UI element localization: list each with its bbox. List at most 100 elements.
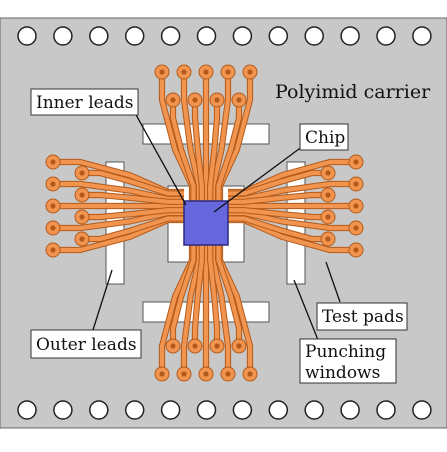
pad-hole bbox=[50, 181, 56, 187]
pad-hole bbox=[159, 69, 165, 75]
sprocket-hole bbox=[196, 400, 217, 420]
lead-trace bbox=[82, 216, 184, 242]
pad-hole bbox=[353, 159, 359, 165]
pad-hole bbox=[192, 343, 198, 349]
sprocket-hole bbox=[196, 26, 217, 46]
lead-trace bbox=[82, 192, 184, 204]
sprocket-hole bbox=[160, 26, 181, 46]
pad-hole bbox=[181, 371, 187, 377]
lead-trace bbox=[228, 216, 328, 242]
label-box-test-pads bbox=[316, 302, 408, 331]
pointer-lines bbox=[91, 112, 341, 341]
pad-hole bbox=[325, 170, 331, 176]
label-punching-windows-line2: windows bbox=[305, 363, 380, 383]
pad-hole bbox=[353, 247, 359, 253]
pad-hole bbox=[353, 203, 359, 209]
pad-hole bbox=[353, 225, 359, 231]
pad-hole bbox=[214, 343, 220, 349]
pad-hole bbox=[236, 343, 242, 349]
lead-trace bbox=[82, 170, 184, 196]
sprocket-hole bbox=[160, 400, 181, 420]
pad-hole bbox=[325, 192, 331, 198]
label-test-pads: Test pads bbox=[322, 307, 404, 327]
sprocket-hole bbox=[17, 26, 37, 46]
pad-hole bbox=[325, 214, 331, 220]
label-outer-leads: Outer leads bbox=[36, 335, 137, 355]
label-box-outer-leads bbox=[30, 329, 142, 359]
sprocket-hole bbox=[232, 26, 253, 46]
lead-trace bbox=[216, 100, 242, 201]
sprocket-hole bbox=[412, 400, 432, 420]
lead-trace bbox=[192, 245, 204, 346]
pointer-inner-leads bbox=[134, 112, 187, 206]
label-chip: Chip bbox=[305, 128, 345, 148]
pad-hole bbox=[225, 371, 231, 377]
lead-trace bbox=[216, 245, 242, 346]
pad-hole bbox=[236, 97, 242, 103]
pad-hole bbox=[225, 69, 231, 75]
pad-hole bbox=[203, 371, 209, 377]
sprocket-hole bbox=[304, 26, 324, 46]
pad-hole bbox=[79, 214, 85, 220]
pad-hole bbox=[79, 236, 85, 242]
pad-hole bbox=[50, 159, 56, 165]
pad-hole bbox=[247, 371, 253, 377]
lead-trace bbox=[228, 208, 328, 220]
pad-hole bbox=[170, 343, 176, 349]
sprocket-hole bbox=[53, 26, 73, 46]
sprocket-hole bbox=[124, 26, 145, 46]
lead-trace bbox=[192, 100, 204, 201]
lead-trace bbox=[170, 100, 196, 201]
label-box-punching-windows bbox=[299, 338, 397, 384]
pad-hole bbox=[50, 203, 56, 209]
pad-hole bbox=[214, 97, 220, 103]
sprocket-hole bbox=[232, 400, 253, 420]
sprocket-hole bbox=[376, 400, 396, 420]
pointer-chip bbox=[213, 145, 304, 213]
labels: Inner leads Chip Polyimid carrier Outer … bbox=[30, 81, 431, 384]
pointer-outer-leads bbox=[91, 269, 113, 334]
lead-trace bbox=[208, 100, 220, 201]
label-polyimid-carrier: Polyimid carrier bbox=[275, 81, 431, 103]
pad-hole bbox=[79, 170, 85, 176]
pad-hole bbox=[50, 247, 56, 253]
sprocket-hole bbox=[340, 26, 360, 46]
lead-trace bbox=[82, 208, 184, 220]
sprocket-hole bbox=[268, 26, 289, 46]
sprocket-hole bbox=[340, 400, 360, 420]
sprocket-hole bbox=[268, 400, 289, 420]
pad-hole bbox=[181, 69, 187, 75]
lead-trace bbox=[208, 245, 220, 346]
pad-hole bbox=[247, 69, 253, 75]
sprocket-hole bbox=[376, 26, 396, 46]
label-box-inner-leads bbox=[30, 88, 139, 116]
label-box-chip bbox=[299, 123, 349, 151]
sprocket-hole bbox=[304, 400, 324, 420]
pad-hole bbox=[170, 97, 176, 103]
sprocket-holes-top bbox=[17, 26, 432, 46]
sprocket-holes-bottom bbox=[17, 400, 432, 420]
sprocket-hole bbox=[89, 26, 109, 46]
sprocket-hole bbox=[412, 26, 432, 46]
sprocket-hole bbox=[89, 400, 109, 420]
label-inner-leads: Inner leads bbox=[36, 93, 133, 113]
pointer-test-pads bbox=[325, 261, 341, 303]
pointer-punching-windows bbox=[293, 279, 319, 341]
sprocket-hole bbox=[53, 400, 73, 420]
leads-group bbox=[45, 64, 364, 382]
lead-trace bbox=[170, 245, 196, 346]
pad-hole bbox=[203, 69, 209, 75]
pad-hole bbox=[325, 236, 331, 242]
chip bbox=[183, 200, 229, 246]
pad-hole bbox=[50, 225, 56, 231]
pad-hole bbox=[79, 192, 85, 198]
sprocket-hole bbox=[124, 400, 145, 420]
pad-hole bbox=[353, 181, 359, 187]
lead-trace bbox=[228, 192, 328, 204]
pad-hole bbox=[192, 97, 198, 103]
pad-hole bbox=[159, 371, 165, 377]
label-punching-windows-line1: Punching bbox=[305, 342, 386, 362]
sprocket-hole bbox=[17, 400, 37, 420]
